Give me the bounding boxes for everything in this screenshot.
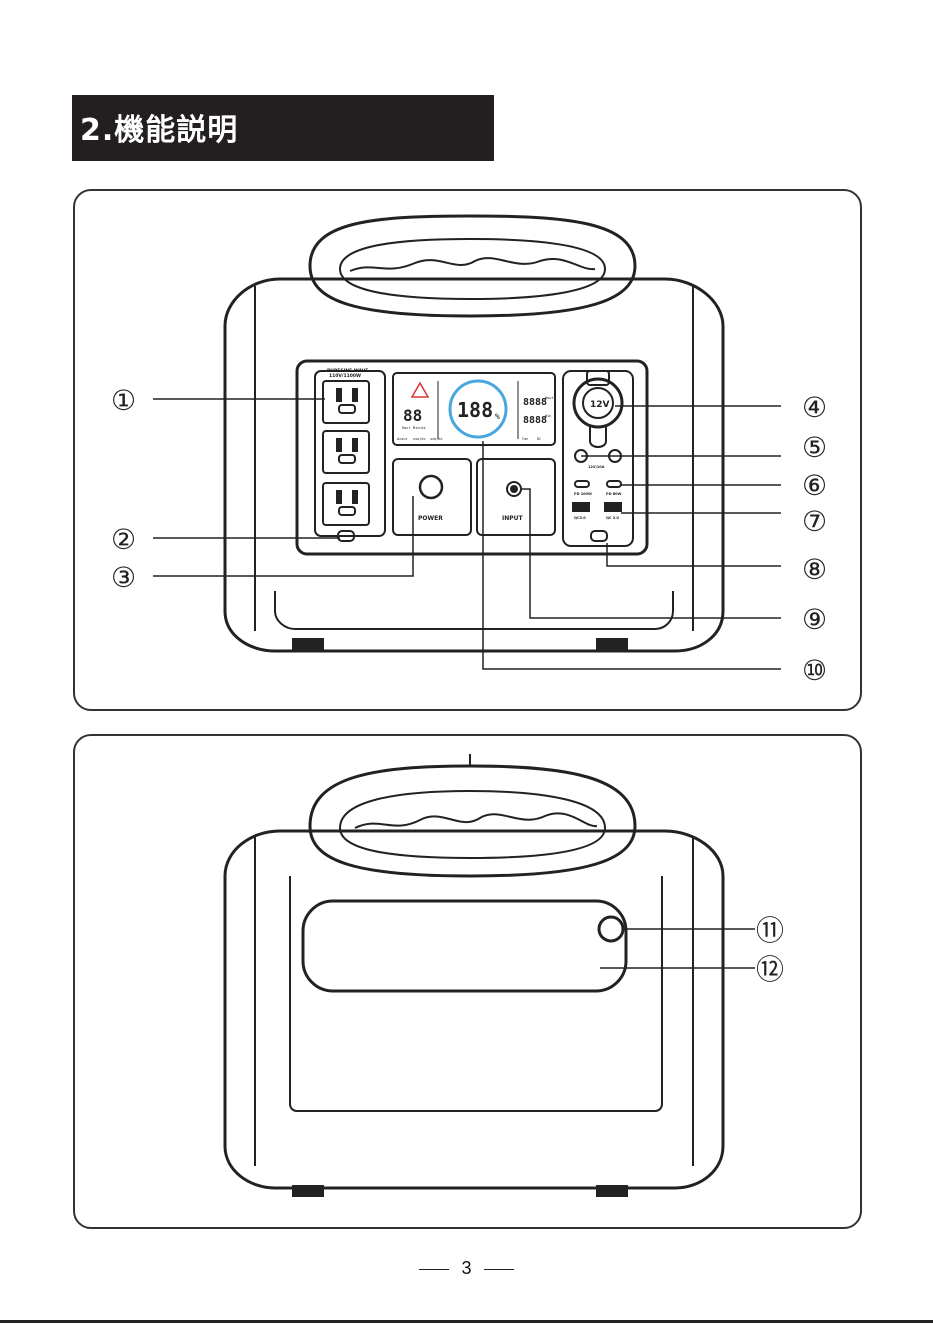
lcd-label-acout: Acout: [397, 437, 408, 441]
lcd-label-usbdc-2: usb/dc: [430, 437, 443, 441]
callout-7: ⑦: [802, 505, 827, 538]
callout-5: ⑤: [802, 431, 827, 464]
callout-12: ⑫: [756, 953, 784, 986]
page-footer: 3: [0, 1258, 933, 1279]
lcd-label-usbdc-1: usb/dc: [413, 437, 426, 441]
callout-8: ⑧: [802, 553, 827, 586]
pd-label-1: PD 100W: [574, 492, 592, 496]
callout-2: ②: [111, 523, 136, 556]
lcd-unit-in: Win: [545, 414, 551, 418]
qc-label-2: QC 3.0: [606, 516, 620, 520]
callout-3: ③: [111, 561, 136, 594]
input-label: INPUT: [502, 515, 524, 522]
power-label: POWER: [418, 515, 443, 522]
lcd-label-hour: Hour: [402, 426, 410, 430]
section-title-bar: 2.機能説明: [72, 95, 494, 161]
dc-label: 12V/10A: [588, 465, 605, 469]
pd-label-2: PD 60W: [606, 492, 622, 496]
lcd-label-dc: DC: [537, 437, 541, 441]
ac-label-power: 110V/1100W: [329, 373, 361, 379]
lcd-percent-sign: %: [495, 412, 500, 421]
lcd-label-fan: Fan: [522, 437, 528, 441]
front-view-illustration: 88 188 % 8888 8888 Wout Win Hour Minute …: [75, 191, 860, 709]
lcd-hour-digits: 88: [403, 406, 422, 425]
back-view-panel: ⑪ ⑫: [73, 734, 862, 1229]
front-view-panel: 88 188 % 8888 8888 Wout Win Hour Minute …: [73, 189, 862, 711]
callout-4: ④: [802, 391, 827, 424]
back-view-illustration: ⑪ ⑫: [75, 736, 860, 1227]
callout-1: ①: [111, 384, 136, 417]
page-number: 3: [461, 1258, 471, 1278]
lcd-input-watts: 8888: [523, 415, 547, 426]
lcd-label-minute: Minute: [413, 426, 426, 430]
lcd-unit-out: Wout: [545, 396, 553, 400]
qc-label-1: QC3.0: [574, 516, 586, 520]
bottom-rule: [0, 1320, 933, 1323]
footer-dash-left: [419, 1269, 449, 1270]
callout-11: ⑪: [756, 914, 784, 947]
lcd-battery-percent: 188: [457, 398, 493, 422]
callout-9: ⑨: [802, 603, 827, 636]
section-title: 2.機能説明: [80, 105, 238, 149]
callout-6: ⑥: [802, 469, 827, 502]
car-socket-label: 12V: [590, 400, 610, 410]
footer-dash-right: [484, 1269, 514, 1270]
lcd-output-watts: 8888: [523, 397, 547, 408]
callout-10: ⑩: [802, 654, 827, 687]
